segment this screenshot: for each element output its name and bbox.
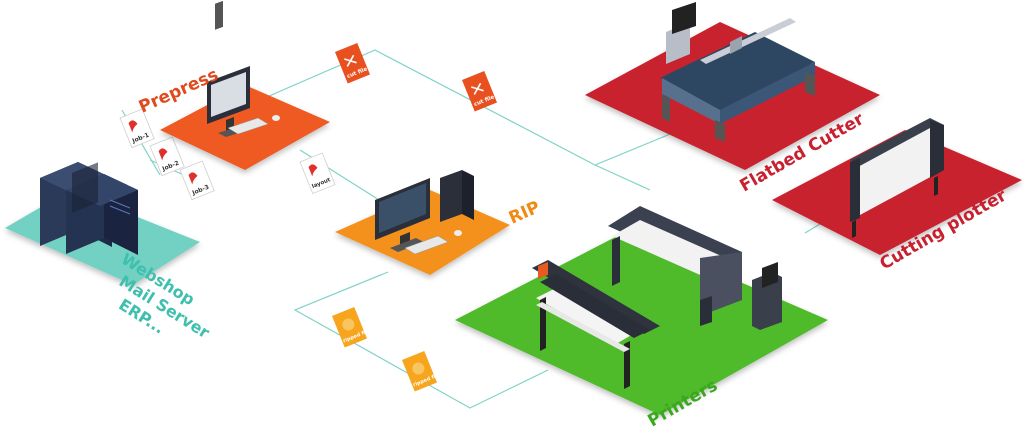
- printer-icon: [532, 260, 660, 389]
- printers-node: Printers: [455, 206, 828, 431]
- scissors-icon: [344, 54, 357, 67]
- cutter-icon: [660, 2, 815, 142]
- svg-text:RIP: RIP: [506, 197, 543, 228]
- plotter-node: Cutting plotter: [772, 118, 1022, 274]
- flatbed-node: Flatbed Cutter: [585, 2, 880, 196]
- cutter-icon: [850, 118, 944, 238]
- job-doc-3: Job-3: [179, 160, 215, 201]
- pdf-icon: [308, 164, 318, 177]
- rip-label: RIP: [506, 197, 543, 228]
- mouse: [272, 115, 280, 121]
- cut-file-doc-2: cut file: [462, 71, 497, 112]
- scissors-icon: [471, 82, 484, 95]
- job-doc-1: Job-1: [119, 108, 155, 149]
- keyboard: [404, 235, 449, 255]
- pdf-icon: [158, 148, 168, 161]
- job-doc-2: Job-2: [149, 136, 185, 177]
- printer-icon: [608, 206, 782, 330]
- monitor-icon: [207, 0, 250, 137]
- ripped-file-doc-2: ripped file: [402, 351, 442, 392]
- pc-tower: [440, 170, 474, 222]
- mouse: [454, 230, 462, 236]
- pdf-icon: [188, 172, 198, 185]
- keyboard: [227, 117, 269, 135]
- monitor-icon: [375, 178, 430, 252]
- ripped-file-doc-1: ripped file: [332, 307, 372, 348]
- cut-file-doc-1: cut file: [335, 43, 370, 84]
- server-icon: [40, 162, 138, 255]
- pdf-icon: [128, 120, 138, 133]
- layout-doc: layout: [299, 152, 336, 195]
- job-documents: Job-1 Job-2 Job-3: [119, 108, 215, 201]
- rip-node: RIP: [335, 170, 543, 275]
